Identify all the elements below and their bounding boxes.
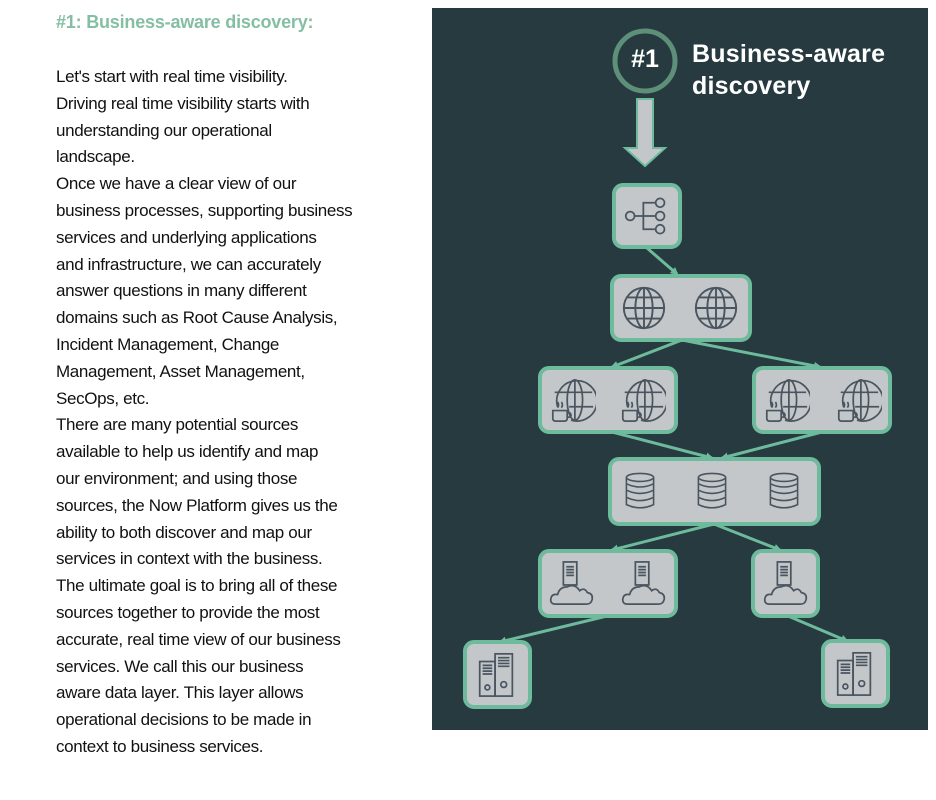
text-line: The ultimate goal is to bring all of the… (56, 576, 338, 596)
text-line: sources, the Now Platform gives us the (56, 495, 338, 515)
node-databases (608, 457, 821, 526)
connector (498, 614, 608, 645)
text-line: Driving real time visibility starts with (56, 93, 310, 113)
discovery-diagram (463, 28, 892, 709)
text-line: operational decisions to be made in (56, 710, 312, 730)
connectors (498, 246, 849, 645)
node-business-services (610, 274, 752, 342)
text-line: understanding our operational (56, 120, 272, 140)
diagram-panel: #1 Business-aware discovery (432, 8, 928, 730)
node-business-process (612, 183, 682, 249)
connector (610, 522, 715, 553)
text-line: Let's start with real time visibility. (56, 67, 288, 86)
globe-icon (622, 286, 666, 330)
text-line: context to business services. (56, 736, 264, 756)
diagram-title: Business-aware discovery (692, 38, 885, 102)
text-line: Management, Asset Management, (56, 361, 305, 381)
text-line: domains such as Root Cause Analysis, (56, 308, 338, 328)
connector (720, 430, 823, 461)
badge-circle (612, 28, 678, 94)
text-line: available to help us identify and map (56, 442, 319, 462)
diagram-title-line2: discovery (692, 72, 811, 100)
globe-icon (694, 286, 738, 330)
text-line: landscape. (56, 147, 135, 167)
connector (611, 430, 714, 461)
text-line: services in context with the business. (56, 549, 323, 569)
node-app-services-left (538, 366, 678, 434)
connector (787, 614, 849, 643)
down-arrow-icon (622, 98, 668, 168)
node-servers-right (821, 639, 890, 708)
diagram-title-line1: Business-aware (692, 40, 886, 68)
connector (681, 338, 822, 370)
text-line: business processes, supporting business (56, 200, 353, 220)
text-line: services and underlying applications (56, 227, 317, 247)
text-line: Once we have a clear view of our (56, 174, 297, 194)
text-line: There are many potential sources (56, 415, 299, 435)
text-line: and infrastructure, we can accurately (56, 254, 321, 274)
node-cloud-servers-left (538, 549, 678, 618)
section-heading: #1: Business-aware discovery: (56, 12, 314, 32)
node-cloud-servers-right (751, 549, 820, 618)
node-app-services-right (752, 366, 892, 434)
text-line: aware data layer. This layer allows (56, 683, 304, 703)
text-line: our environment; and using those (56, 468, 298, 488)
text-line: SecOps, etc. (56, 388, 150, 408)
connector (610, 338, 683, 369)
text-line: services. We call this our business (56, 656, 304, 676)
badge-label: #1 (631, 45, 659, 73)
text-line: Incident Management, Change (56, 334, 280, 354)
connector (646, 246, 679, 276)
body-paragraph: Let's start with real time visibility. Dr… (56, 64, 353, 761)
node-servers-left (463, 640, 532, 709)
text-line: sources together to provide the most (56, 602, 320, 622)
connector (713, 522, 782, 552)
text-line: answer questions in many different (56, 281, 307, 301)
text-line: accurate, real time view of our business (56, 629, 341, 649)
text-line: ability to both discover and map our (56, 522, 312, 542)
